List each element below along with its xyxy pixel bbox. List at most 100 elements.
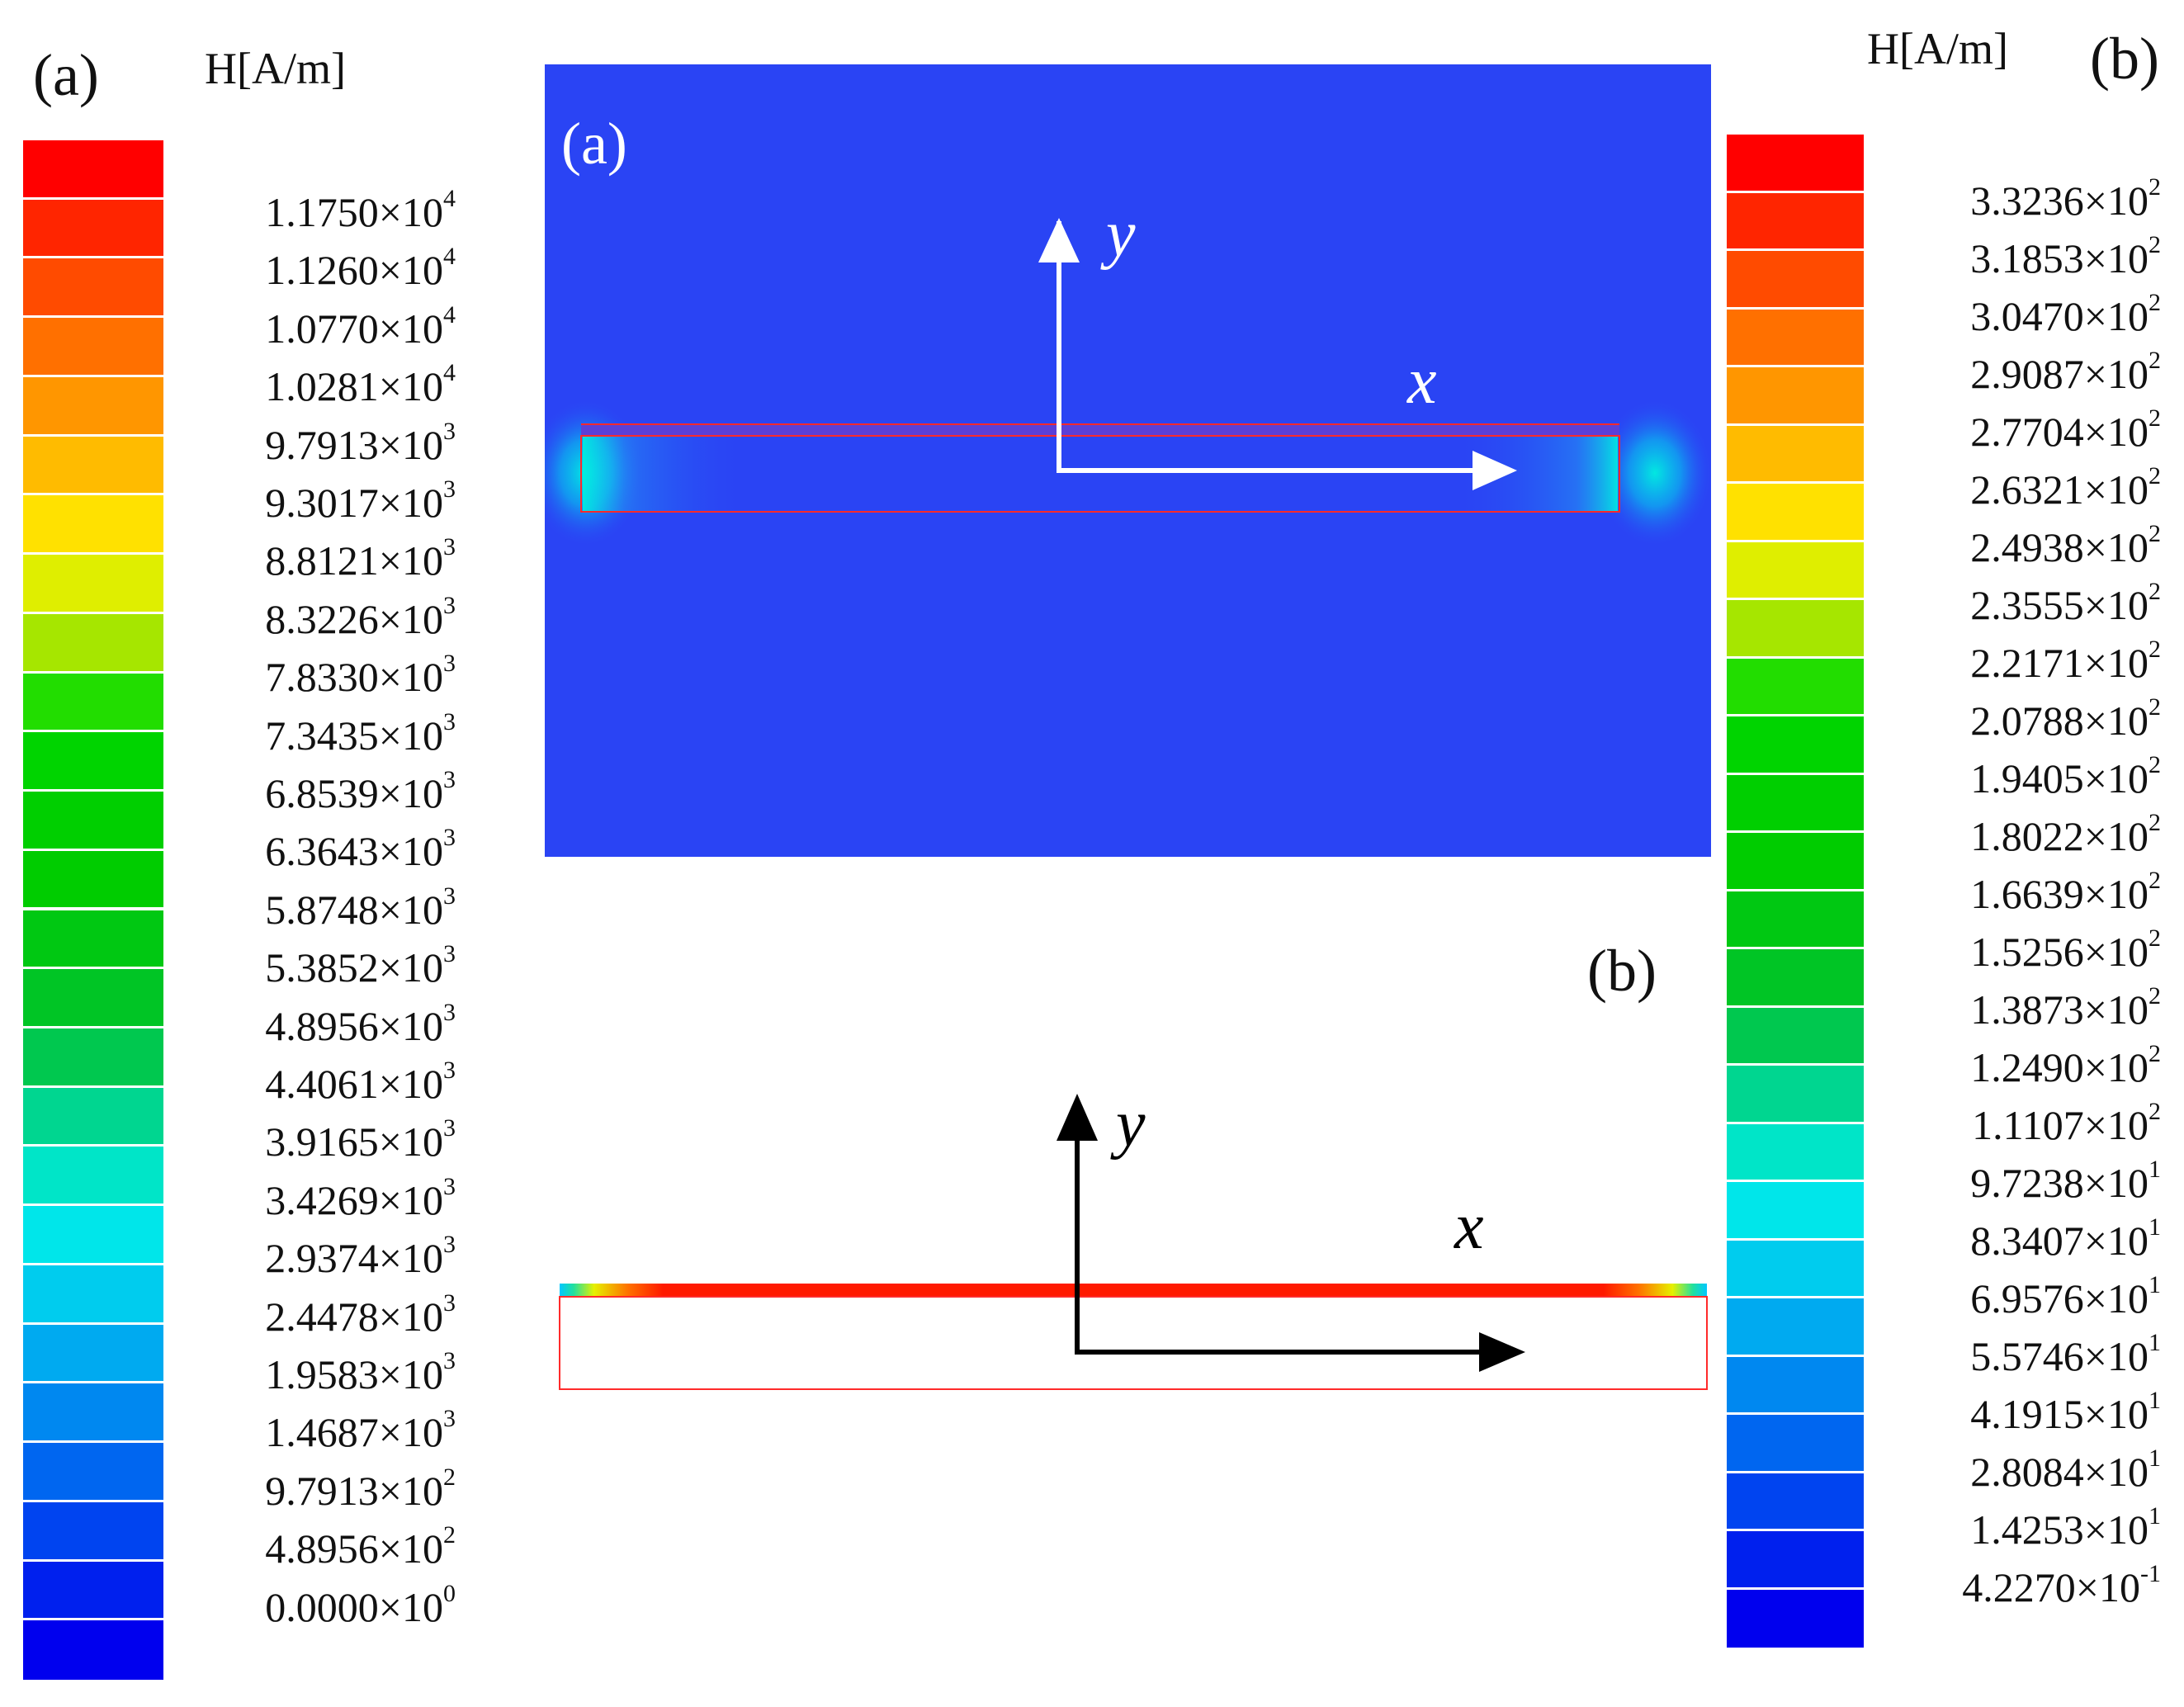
tick-mantissa: 4.8956×10: [265, 1002, 443, 1049]
color-bar-segment: [1727, 1473, 1864, 1531]
tick-label: 1.4253×101: [1970, 1504, 2161, 1553]
tick-mantissa: 3.9165×10: [265, 1118, 443, 1166]
tick-mantissa: 2.8084×10: [1970, 1449, 2149, 1495]
tick-mantissa: 8.8121×10: [265, 537, 443, 584]
field-plot-b: (b) y x: [559, 938, 1708, 1390]
tick-label: 1.0281×104: [265, 361, 456, 408]
tick-mantissa: 4.2270×10: [1962, 1564, 2140, 1610]
color-bar-segment: [1727, 1240, 1864, 1298]
tick-exponent: 3: [443, 650, 456, 678]
tick-label: 9.7913×103: [265, 418, 456, 466]
tick-mantissa: 4.8956×10: [265, 1525, 443, 1572]
tick-label: 8.3407×101: [1970, 1215, 2161, 1264]
tick-label: 7.8330×103: [265, 651, 456, 698]
color-bar-segment: [1727, 600, 1864, 659]
tick-label: 3.9165×103: [265, 1116, 456, 1166]
tick-exponent: 3: [443, 475, 456, 503]
color-bar-segment: [23, 613, 163, 674]
tick-label: 4.4061×103: [265, 1058, 456, 1105]
color-bar-segment: [1727, 1123, 1864, 1182]
color-bar-segment: [1727, 1007, 1864, 1066]
plot-a-core-outline: [580, 435, 1620, 513]
tick-label: 9.3017×103: [265, 477, 456, 526]
plot-b-x-arrowhead: [1479, 1332, 1525, 1372]
color-bar-segment: [1727, 1298, 1864, 1357]
tick-exponent: 2: [2149, 520, 2161, 547]
tick-label: 3.0470×102: [1970, 291, 2161, 339]
plot-a-top-strip: [581, 424, 1619, 436]
color-bar-segment: [1727, 1531, 1864, 1590]
tick-exponent: 1: [2149, 1271, 2161, 1298]
tick-mantissa: 2.7704×10: [1970, 409, 2149, 455]
tick-label: 6.9576×101: [1970, 1273, 2161, 1320]
tick-exponent: 2: [2149, 1040, 2161, 1067]
color-bar-segment: [23, 1561, 163, 1621]
tick-label: 9.7238×101: [1970, 1157, 2161, 1204]
tick-label: 5.3852×103: [265, 942, 456, 989]
tick-mantissa: 1.8022×10: [1970, 813, 2149, 859]
tick-mantissa: 5.5746×10: [1970, 1333, 2149, 1379]
color-bar-segment: [23, 732, 163, 792]
tick-exponent: 3: [443, 1057, 456, 1084]
tick-label: 0.0000×100: [265, 1581, 456, 1630]
right-color-bar: [1727, 135, 1864, 1648]
tick-label: 1.2490×102: [1970, 1042, 2161, 1089]
tick-label: 2.7704×102: [1970, 406, 2161, 455]
tick-label: 3.3236×102: [1970, 175, 2161, 222]
tick-exponent: 3: [443, 1289, 456, 1317]
tick-mantissa: 4.1915×10: [1970, 1391, 2149, 1437]
tick-exponent: 2: [2149, 173, 2161, 201]
tick-exponent: 2: [2149, 462, 2161, 489]
tick-mantissa: 1.4687×10: [265, 1409, 443, 1456]
plot-b-x-label: x: [1454, 1190, 1484, 1263]
plot-a-inner-glow-left: [583, 436, 748, 512]
tick-exponent: -1: [2140, 1560, 2161, 1587]
color-bar-segment: [23, 199, 163, 259]
color-bar-segment: [23, 1265, 163, 1325]
color-bar-segment: [1727, 1589, 1864, 1648]
tick-label: 1.4687×103: [265, 1407, 456, 1456]
tick-exponent: 1: [2149, 1329, 2161, 1356]
tick-mantissa: 3.0470×10: [1970, 293, 2149, 339]
tick-exponent: 3: [443, 707, 456, 735]
tick-label: 1.1107×102: [1972, 1099, 2161, 1147]
tick-label: 2.4938×102: [1970, 522, 2161, 569]
tick-exponent: 3: [443, 533, 456, 561]
tick-mantissa: 8.3226×10: [265, 595, 443, 642]
tick-exponent: 4: [443, 243, 456, 271]
color-bar-segment: [23, 318, 163, 377]
tick-mantissa: 8.3407×10: [1970, 1218, 2149, 1264]
tick-label: 1.3873×102: [1970, 984, 2161, 1031]
tick-exponent: 3: [443, 1172, 456, 1200]
tick-mantissa: 0.0000×10: [265, 1583, 443, 1630]
color-bar-segment: [23, 436, 163, 496]
color-bar-segment: [1727, 135, 1864, 193]
color-bar-segment: [23, 555, 163, 614]
tick-exponent: 3: [443, 1231, 456, 1259]
tick-mantissa: 2.9374×10: [265, 1235, 443, 1282]
plot-a-y-label: y: [1100, 198, 1136, 271]
tick-exponent: 3: [443, 1347, 456, 1374]
color-bar-segment: [1727, 1182, 1864, 1241]
color-bar-segment: [1727, 1356, 1864, 1415]
tick-exponent: 2: [2149, 231, 2161, 258]
plot-a-x-arrowhead: [1473, 451, 1517, 490]
tick-mantissa: 1.4253×10: [1970, 1506, 2149, 1553]
tick-label: 5.8748×103: [265, 883, 456, 930]
tick-mantissa: 1.1260×10: [265, 247, 443, 294]
tick-exponent: 4: [443, 359, 456, 387]
color-bar-segment: [1727, 658, 1864, 716]
tick-exponent: 3: [443, 1114, 456, 1142]
color-bar-segment: [1727, 425, 1864, 484]
tick-mantissa: 6.8539×10: [265, 770, 443, 816]
plot-b-surface-strip: [560, 1284, 1707, 1297]
color-bar-segment: [23, 1383, 163, 1444]
tick-mantissa: 9.3017×10: [265, 480, 443, 526]
tick-mantissa: 2.9087×10: [1970, 351, 2149, 397]
tick-mantissa: 9.7913×10: [265, 1467, 443, 1514]
plot-b-panel-label: (b): [1587, 938, 1657, 1004]
tick-exponent: 2: [2149, 809, 2161, 836]
tick-label: 8.3226×103: [265, 593, 456, 642]
plot-b-core-outline: [559, 1296, 1708, 1390]
tick-label: 2.0788×102: [1970, 695, 2161, 742]
